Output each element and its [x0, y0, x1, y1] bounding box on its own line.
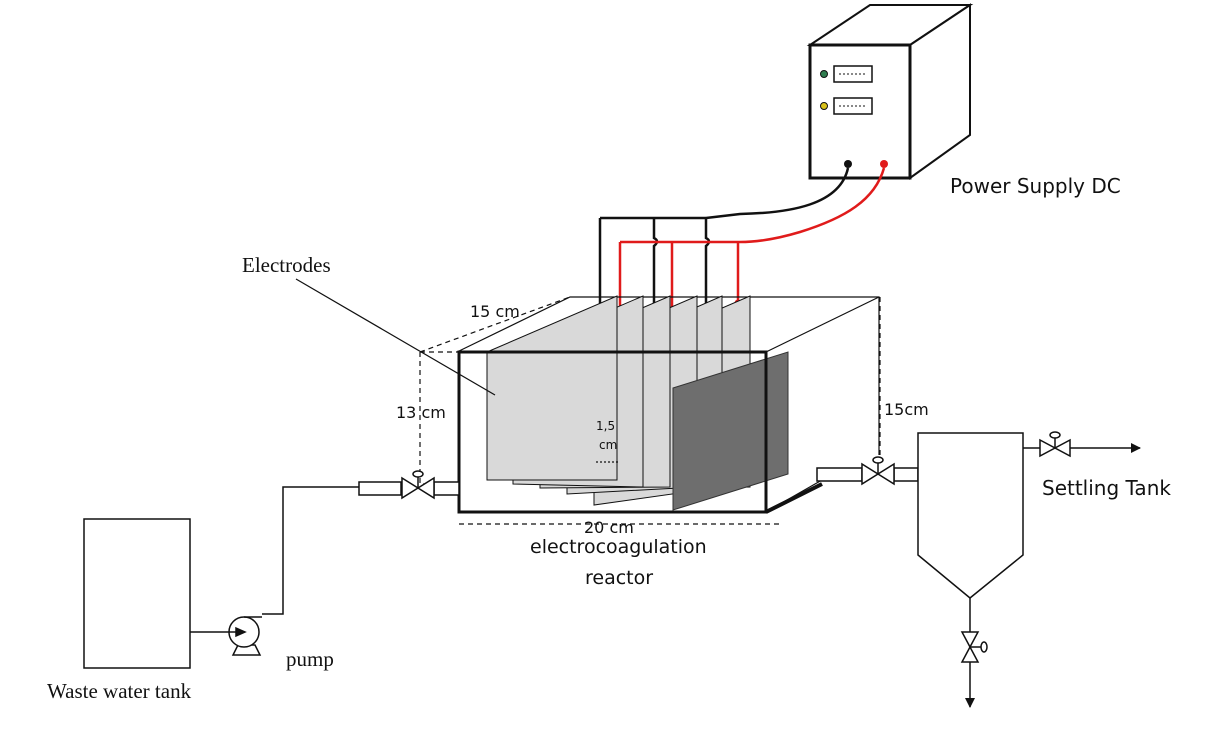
status-led-green — [820, 70, 828, 78]
electrodes-leader-line — [295, 278, 496, 396]
reactor-bottom-edge — [765, 482, 823, 514]
status-led-yellow — [820, 102, 828, 110]
pump-icon — [225, 616, 262, 656]
negative-wire-bundle — [598, 167, 850, 308]
reactor-label-line2: reactor — [585, 567, 653, 589]
dimension-height-left-label: 13 cm — [396, 403, 446, 422]
reactor-front-face — [457, 350, 768, 514]
power-supply-label: Power Supply DC — [950, 174, 1121, 198]
positive-wire-bundle — [618, 167, 886, 312]
settling-tank-outlet-valve — [1039, 431, 1071, 458]
settling-tank — [917, 432, 1024, 599]
outlet-pipe — [816, 467, 919, 482]
dark-electrode-plate — [672, 351, 789, 511]
waste-water-tank — [83, 518, 191, 669]
power-supply-unit — [806, 3, 974, 180]
negative-terminal — [844, 160, 852, 168]
electrodes-label: Electrodes — [242, 253, 331, 277]
dimension-length-label: 20 cm — [584, 518, 634, 537]
settling-tank-label: Settling Tank — [1042, 476, 1171, 500]
electrode-gap-label-line1: 1,5 — [596, 419, 615, 433]
pump-label: pump — [286, 647, 334, 671]
reactor-label-line1: electrocoagulation — [530, 536, 707, 558]
outlet-valve — [861, 456, 895, 486]
dimension-width-label: 15 cm — [470, 302, 520, 321]
sludge-outlet-valve — [960, 631, 988, 663]
inlet-pipe — [190, 481, 460, 633]
electrode-gap-label-line2: cm — [599, 438, 617, 452]
inlet-valve — [401, 470, 435, 500]
waste-water-tank-label: Waste water tank — [47, 679, 192, 703]
positive-terminal — [880, 160, 888, 168]
dimension-height-right-label: 15cm — [884, 400, 929, 419]
